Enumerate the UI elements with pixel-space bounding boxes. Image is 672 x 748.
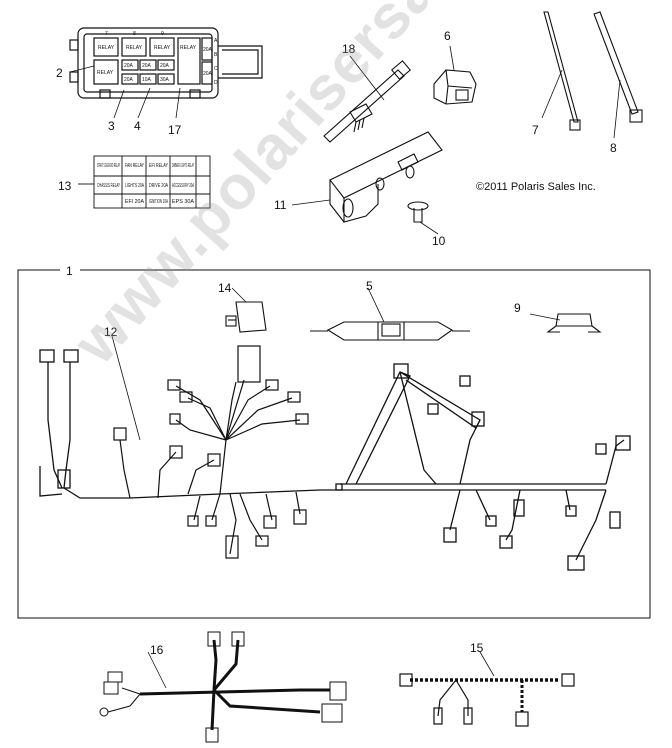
- fuse-box-leaders: [69, 65, 181, 119]
- relay-label: RELAY: [98, 45, 115, 51]
- fuse-label: 30A: [160, 77, 170, 83]
- sub-harness: [139, 639, 330, 731]
- fuse-label: 20A: [203, 71, 213, 77]
- fuse-label: 20A: [124, 63, 134, 69]
- callout-7: 7: [532, 123, 539, 137]
- main-harness-frame: [17, 269, 651, 619]
- callout-15: 15: [470, 641, 484, 655]
- callout-13: 13: [58, 179, 72, 193]
- connector-part: [433, 45, 477, 105]
- callout-17: 17: [168, 123, 182, 137]
- callout-3: 3: [108, 119, 115, 133]
- callout-14: 14: [218, 281, 232, 295]
- callout-8: 8: [610, 141, 617, 155]
- fuse-box-labels: RELAY RELAY RELAY RELAY RELAY 20A 20A 20…: [97, 31, 218, 86]
- callout-10: 10: [432, 234, 446, 248]
- decal-cell: FAN RELAY: [125, 163, 144, 169]
- callout-5: 5: [366, 279, 373, 293]
- callout-2: 2: [56, 66, 63, 80]
- fuse-number: C: [214, 66, 218, 72]
- cable-tie-wide: [593, 11, 643, 139]
- callout-16: 16: [150, 643, 164, 657]
- fuse-number: 8: [133, 31, 136, 37]
- decal-cell: DRIVE 20A: [149, 183, 168, 189]
- relay-label: RELAY: [180, 45, 197, 51]
- relay-label: RELAY: [97, 70, 114, 76]
- fuse-label: 20A: [203, 47, 213, 53]
- decal-cell: ACCESSORY 20A: [172, 183, 194, 189]
- callout-1: 1: [66, 264, 73, 278]
- decal-cell: LIGHTS 20A: [125, 183, 144, 189]
- decal-cell: DIMMER LIGHTS RELAY: [172, 163, 194, 169]
- decal-cell: EPS 30A: [172, 199, 195, 205]
- harness-branch-left: [39, 349, 340, 499]
- callout-6: 6: [444, 29, 451, 43]
- cable-tie-long: [541, 11, 581, 131]
- copyright-notice: ©2011 Polaris Sales Inc.: [476, 181, 596, 193]
- fuse-number: 9: [161, 31, 164, 37]
- cable-tie-clip: [323, 55, 411, 143]
- fuse-box: [69, 27, 263, 99]
- fuse-label-text: START SOLENOID RELAY FAN RELAY EFI RELAY…: [97, 163, 195, 205]
- inline-fuse-holder: [310, 287, 470, 341]
- mounting-bracket: [291, 131, 443, 223]
- decal-cell: CHASSIS RELAY: [97, 183, 120, 189]
- wire-loom: [399, 651, 575, 727]
- harness-central-fan: [111, 335, 309, 559]
- relay-part: [225, 287, 267, 333]
- fuse-number: B: [214, 52, 218, 58]
- callout-9: 9: [514, 301, 521, 315]
- decal-cell: EFI 20A: [125, 199, 145, 205]
- fuse-label: 10A: [142, 77, 152, 83]
- fuse-label: 20A: [160, 63, 170, 69]
- fuse-number: 7: [105, 31, 108, 37]
- sub-harness-connectors: [99, 631, 347, 743]
- fuse-label-decal: [78, 155, 211, 209]
- diode-part: [529, 313, 602, 333]
- fuse-number: D: [214, 80, 218, 86]
- relay-label: RELAY: [154, 45, 171, 51]
- fuse-label: 20A: [142, 63, 152, 69]
- callout-4: 4: [134, 119, 141, 133]
- fuse-label: 20A: [124, 77, 134, 83]
- decal-cell: IGNITION 10A: [149, 199, 168, 205]
- decal-cell: EFI RELAY: [149, 163, 168, 169]
- push-rivet: [407, 201, 439, 235]
- callout-11: 11: [274, 198, 287, 212]
- callout-12: 12: [104, 325, 118, 339]
- fuse-number: A: [214, 38, 218, 44]
- callout-18: 18: [342, 42, 356, 56]
- harness-branch-right: [335, 363, 631, 571]
- decal-cell: START SOLENOID RELAY: [97, 163, 120, 169]
- callout-numbers: 2 3 4 17 13 18 6 7 8 11 10 1 14 5 9 12 1…: [56, 29, 617, 657]
- relay-label: RELAY: [126, 45, 143, 51]
